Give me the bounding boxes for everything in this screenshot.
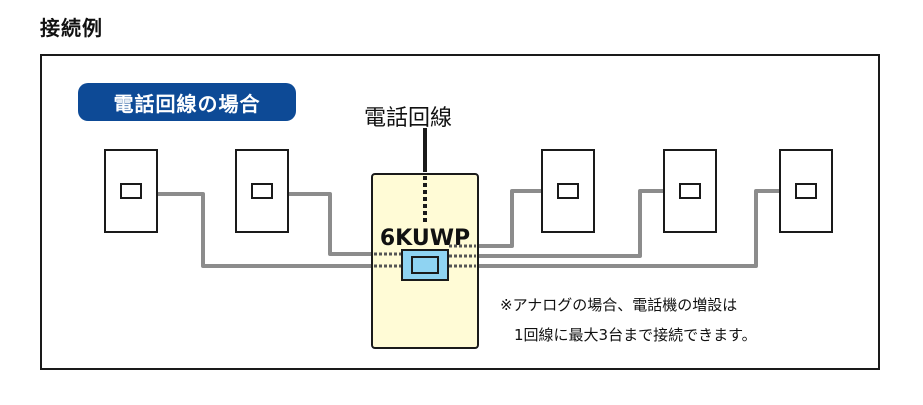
internal-wiring-right — [449, 244, 476, 268]
outlet-jack-icon — [120, 183, 142, 199]
phone-line-label: 電話回線 — [364, 106, 453, 131]
wall-outlet-2 — [235, 149, 289, 233]
phone-line-badge: 電話回線の場合 — [78, 83, 296, 121]
wall-outlet-4 — [663, 149, 717, 233]
outlet-jack-icon — [251, 183, 273, 199]
note-text: ※アナログの場合、電話機の増設は 1回線に最大3台まで接続できます。 — [500, 290, 757, 350]
wall-outlet-3 — [541, 149, 595, 233]
port-jack-icon — [411, 256, 439, 274]
cable-outlet-3 — [475, 189, 542, 248]
outlet-jack-icon — [557, 183, 579, 199]
cables — [157, 189, 780, 268]
internal-wiring-left — [374, 252, 401, 268]
wall-outlet-5 — [779, 149, 833, 233]
outlet-jack-icon — [795, 183, 817, 199]
note-line-2: 1回線に最大3台まで接続できます。 — [514, 326, 757, 344]
cable-outlet-5 — [475, 189, 780, 268]
diagram-frame — [40, 54, 880, 370]
page-title: 接続例 — [40, 16, 103, 40]
outlet-jack-icon — [679, 183, 701, 199]
note-line-1: ※アナログの場合、電話機の増設は — [500, 296, 738, 314]
device-6kuwp: 6KUWP — [371, 128, 479, 349]
wall-outlet-1 — [104, 149, 158, 233]
cable-outlet-2 — [288, 192, 375, 256]
cable-outlet-4 — [475, 189, 664, 258]
cable-outlet-1 — [157, 192, 375, 268]
